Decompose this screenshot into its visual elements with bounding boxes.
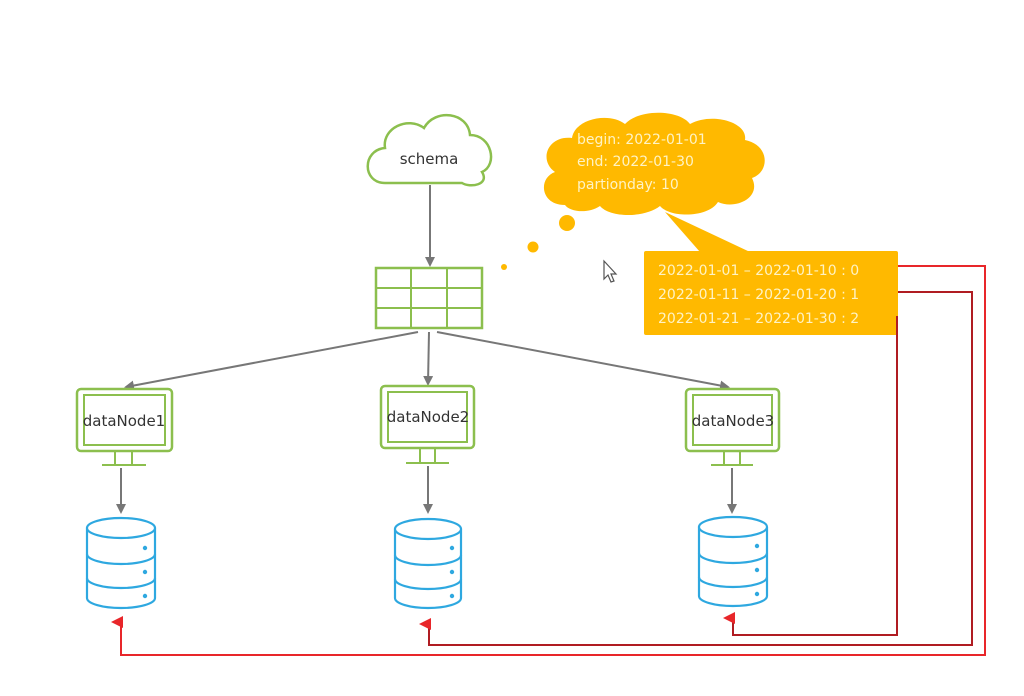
bubble-line-end: end: 2022-01-30 <box>577 154 694 170</box>
datanode3: dataNode3 <box>684 387 781 466</box>
thought-dot-medium <box>527 241 539 253</box>
thought-dot-large <box>559 215 575 231</box>
arrow-table-to-datanode3 <box>436 331 730 391</box>
arrow-table-to-datanode1 <box>124 331 419 391</box>
table-icon <box>374 266 484 330</box>
database3 <box>697 515 769 608</box>
cloud-shape <box>366 113 493 187</box>
route-partition1-to-db2 <box>419 291 973 646</box>
config-thought-bubble: begin: 2022-01-01 end: 2022-01-30 partio… <box>543 112 765 215</box>
datanode3-label: dataNode3 <box>692 412 774 430</box>
arrow-table-to-datanode2 <box>423 331 434 386</box>
monitor-icon <box>75 387 174 453</box>
database-icon <box>85 516 157 610</box>
partition-callout: 2022-01-01 – 2022-01-10 : 0 2022-01-11 –… <box>644 212 898 335</box>
database1 <box>85 516 157 610</box>
database-icon <box>393 517 463 610</box>
datanode2-label: dataNode2 <box>387 408 469 426</box>
mouse-cursor-icon <box>603 259 618 283</box>
partition-range-0: 2022-01-01 – 2022-01-10 : 0 <box>658 263 859 279</box>
route-partition0-to-db1 <box>111 265 986 656</box>
thought-dot-small <box>501 264 507 270</box>
monitor-icon <box>379 384 476 450</box>
thought-bubble-shape <box>543 112 765 215</box>
database-icon <box>697 515 769 608</box>
datanode2: dataNode2 <box>379 384 476 464</box>
monitor-icon <box>684 387 781 453</box>
partition-range-2: 2022-01-21 – 2022-01-30 : 2 <box>658 311 859 327</box>
schema-cloud: schema <box>366 113 493 187</box>
route-partition2-to-db3 <box>723 316 898 636</box>
schema-label: schema <box>400 150 459 168</box>
bubble-line-begin: begin: 2022-01-01 <box>577 132 707 148</box>
datanode1-label: dataNode1 <box>83 412 165 430</box>
datanode1: dataNode1 <box>75 387 174 466</box>
callout-tail <box>665 212 750 252</box>
bubble-line-partionday: partionday: 10 <box>577 177 679 193</box>
partition-range-1: 2022-01-11 – 2022-01-20 : 1 <box>658 287 859 303</box>
database2 <box>393 517 463 610</box>
callout-box <box>644 251 898 335</box>
